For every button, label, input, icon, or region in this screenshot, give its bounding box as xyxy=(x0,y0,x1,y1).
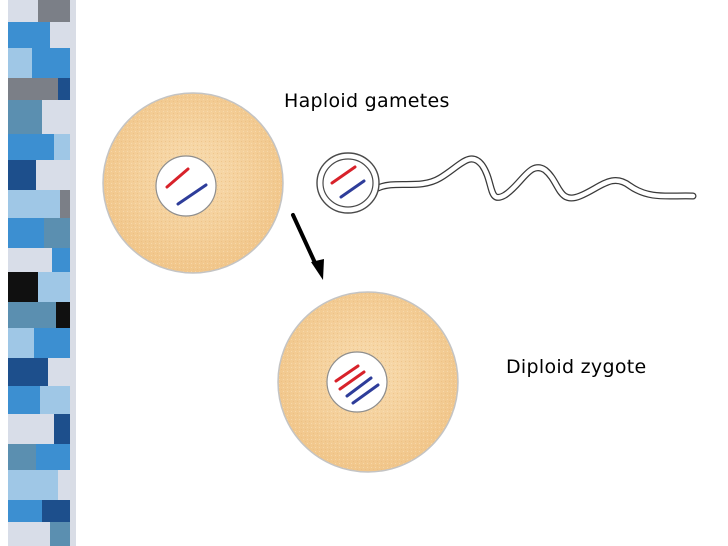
zygote-chromosome-blue-1 xyxy=(345,376,373,398)
sperm-chromosome-blue xyxy=(339,179,366,199)
strip-block xyxy=(38,272,70,302)
strip-block xyxy=(48,358,70,386)
diploid-zygote-label: Diploid zygote xyxy=(506,356,647,378)
strip-block xyxy=(50,22,70,48)
strip-block xyxy=(8,22,50,48)
strip-block xyxy=(38,0,70,22)
zygote-chromosome-red-1 xyxy=(334,364,360,383)
zygote-cell xyxy=(277,291,459,473)
strip-block xyxy=(8,160,36,190)
strip-block xyxy=(8,470,58,500)
egg-cell xyxy=(102,92,284,274)
strip-block xyxy=(54,414,70,444)
strip-block xyxy=(34,328,70,358)
strip-block xyxy=(8,272,38,302)
strip-block xyxy=(8,48,32,78)
strip-block xyxy=(8,100,42,134)
strip-block xyxy=(44,218,70,248)
strip-block xyxy=(58,78,70,100)
strip-block xyxy=(56,302,70,328)
strip-block xyxy=(32,48,70,78)
zygote-nucleus xyxy=(326,351,388,413)
strip-block xyxy=(8,0,38,22)
fertilization-arrow xyxy=(291,213,324,280)
strip-block xyxy=(36,160,70,190)
strip-block xyxy=(42,100,70,134)
egg-chromosome-blue xyxy=(176,183,208,206)
strip-block xyxy=(60,190,70,218)
strip-block xyxy=(8,444,36,470)
strip-block xyxy=(8,500,42,522)
zygote-chromosome-blue-2 xyxy=(351,383,380,405)
strip-block xyxy=(8,358,48,386)
sperm-cell xyxy=(316,152,697,214)
strip-block xyxy=(42,500,70,522)
egg-nucleus xyxy=(155,155,217,217)
zygote-chromosome-red-2 xyxy=(338,370,366,391)
strip-block xyxy=(8,78,58,100)
strip-block xyxy=(54,134,70,160)
strip-block xyxy=(8,218,44,248)
strip-block xyxy=(58,470,70,500)
strip-block xyxy=(8,386,40,414)
strip-block xyxy=(8,190,60,218)
decorative-side-strip xyxy=(8,0,76,546)
strip-block xyxy=(50,522,70,546)
strip-block xyxy=(8,522,50,546)
strip-block xyxy=(36,444,70,470)
strip-block xyxy=(8,248,52,272)
strip-block xyxy=(8,134,54,160)
strip-block xyxy=(52,248,70,272)
haploid-gametes-label: Haploid gametes xyxy=(284,90,450,112)
sperm-chromosome-red xyxy=(330,165,357,185)
strip-block xyxy=(8,328,34,358)
strip-block xyxy=(8,414,54,444)
strip-edge xyxy=(70,0,76,546)
egg-chromosome-red xyxy=(165,167,190,189)
strip-block xyxy=(8,302,56,328)
sperm-head xyxy=(316,152,380,214)
strip-block xyxy=(40,386,70,414)
